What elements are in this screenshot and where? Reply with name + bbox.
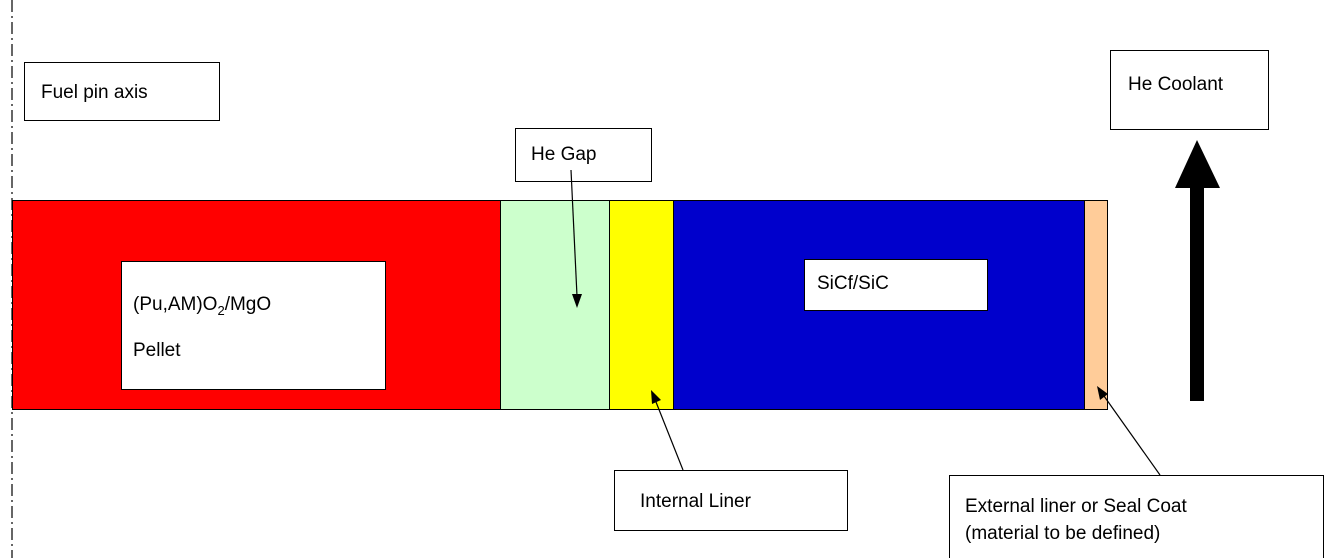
fuel-pin-axis-box: Fuel pin axis: [24, 62, 220, 121]
he-gap-arrowhead: [572, 294, 582, 308]
pellet-formula-pre: (Pu,AM)O: [133, 294, 218, 315]
sicf-sic-label: SiCf/SiC: [817, 273, 889, 294]
coolant-arrow-head: [1175, 140, 1220, 188]
internal-liner-label: Internal Liner: [640, 491, 751, 512]
internal-liner-arrowhead: [651, 390, 661, 404]
pellet-formula-sub: 2: [217, 302, 225, 318]
pellet-formula-post: /MgO: [224, 294, 272, 315]
coolant-arrow-shaft: [1190, 186, 1204, 401]
pellet-box: (Pu,AM)O2/MgO Pellet: [121, 261, 386, 390]
external-liner-leader-line: [1103, 395, 1161, 476]
external-liner-arrowhead: [1097, 386, 1108, 400]
pellet-formula: (Pu,AM)O2/MgO: [133, 294, 271, 318]
sicf-sic-box: SiCf/SiC: [804, 259, 988, 311]
internal-liner-leader-line: [655, 401, 684, 471]
internal-liner-box: Internal Liner: [614, 470, 848, 531]
he-gap-leader-line: [570, 169, 578, 297]
external-liner-layer: [1084, 200, 1108, 410]
he-coolant-box: He Coolant: [1110, 50, 1269, 130]
fuel-pin-axis-label: Fuel pin axis: [41, 82, 148, 103]
external-liner-label-line1: External liner or Seal Coat: [965, 496, 1187, 517]
external-liner-box: External liner or Seal Coat (material to…: [949, 475, 1324, 558]
he-gap-layer: [500, 200, 610, 410]
he-gap-label: He Gap: [531, 144, 597, 165]
external-liner-label-line2: (material to be defined): [965, 523, 1161, 544]
pellet-word: Pellet: [133, 340, 181, 361]
he-coolant-label: He Coolant: [1128, 74, 1224, 95]
he-gap-box: He Gap: [515, 128, 652, 182]
